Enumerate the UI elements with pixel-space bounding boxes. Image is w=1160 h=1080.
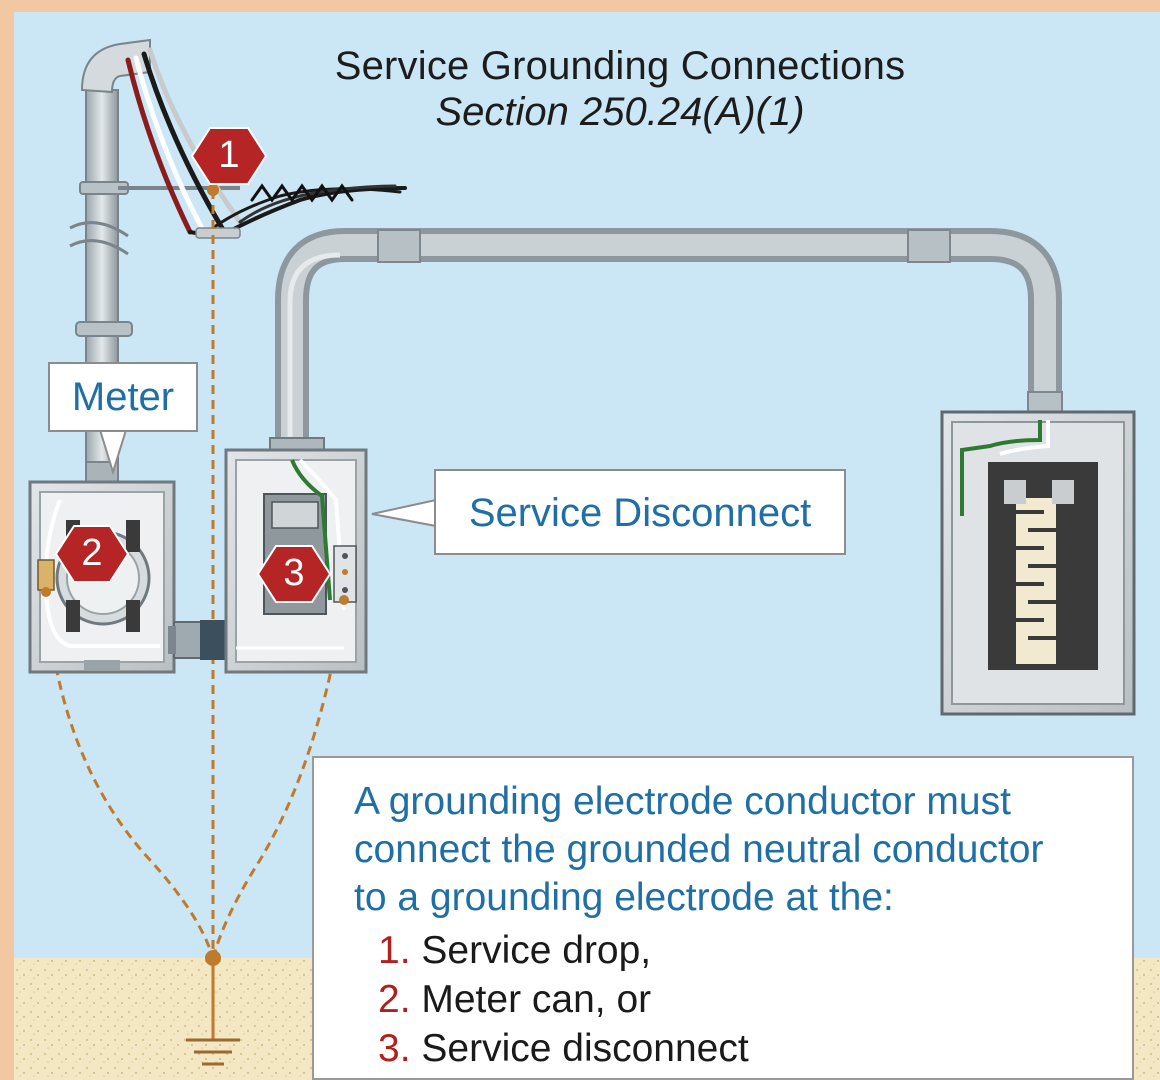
service-disconnect-callout: Service Disconnect (434, 469, 846, 555)
list-item-number: 1. (378, 929, 411, 972)
info-line: A grounding electrode conductor must (354, 780, 1011, 823)
marker-1-label: 1 (218, 134, 240, 176)
list-item: 3. Service disconnect (354, 1024, 1132, 1073)
disconnect-callout-pointer (371, 498, 437, 528)
conduit (275, 228, 1063, 440)
list-item-text: Meter can, or (421, 978, 652, 1021)
location-list: 1. Service drop, 2. Meter can, or 3. Ser… (354, 926, 1132, 1073)
list-item-text: Service disconnect (421, 1027, 749, 1070)
marker-1-hexagon (190, 127, 268, 185)
info-box: A grounding electrode conductor must con… (312, 756, 1134, 1080)
grounding-electrode (186, 958, 240, 1066)
diagram-subtitle: Section 250.24(A)(1) (435, 90, 805, 134)
marker-3-label: 3 (283, 552, 305, 594)
panelboard (940, 410, 1136, 716)
list-item: 2. Meter can, or (354, 975, 1132, 1024)
list-item-text: Service drop, (421, 929, 652, 972)
service-drop-conductors (125, 47, 407, 239)
info-line: to a grounding electrode at the: (354, 876, 894, 919)
marker-2-label: 2 (81, 532, 103, 574)
marker-2-hexagon (54, 525, 130, 583)
bond-point-drop (207, 184, 219, 196)
list-item-number: 3. (378, 1027, 411, 1070)
marker-3-hexagon (256, 545, 332, 603)
diagram-title: Service Grounding Connections (334, 44, 906, 88)
list-item-number: 2. (378, 978, 411, 1021)
info-line: connect the grounded neutral conductor (354, 828, 1044, 871)
list-item: 1. Service drop, (354, 926, 1132, 975)
meter-callout: Meter (48, 362, 198, 432)
